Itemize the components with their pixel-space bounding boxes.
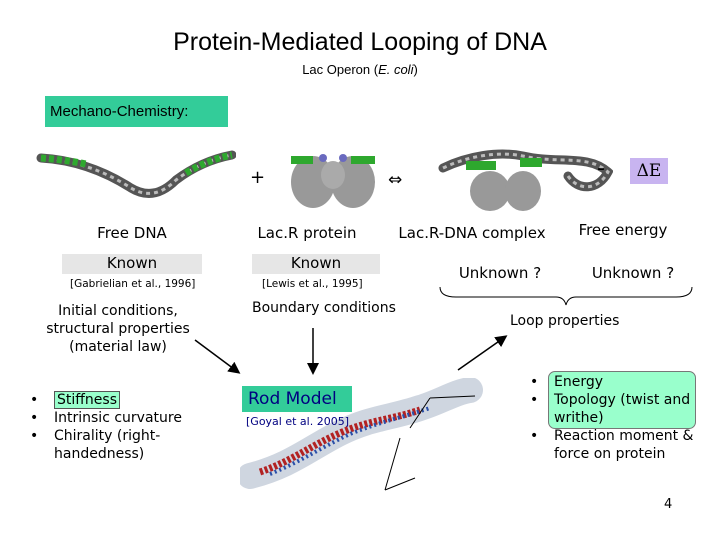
free-dna-image: [36, 150, 236, 198]
slide-subtitle: Lac Operon (E. coli): [302, 62, 418, 77]
equivalence-arrow: ⇔: [388, 170, 403, 190]
rod-model-image: [240, 378, 483, 491]
free-dna-known-badge: Known: [62, 254, 202, 274]
mechano-chemistry-label: Mechano-Chemistry:: [45, 96, 228, 127]
material-properties-list: Stiffness Intrinsic curvature Chirality …: [28, 391, 228, 463]
loop-properties-text: Loop properties: [510, 313, 620, 329]
lacr-protein-image: [291, 154, 375, 208]
loop-properties-list: Energy Topology (twist and writhe) React…: [528, 373, 708, 463]
lacr-known-badge: Known: [252, 254, 380, 274]
list-item: Reaction moment & force on protein: [528, 427, 708, 463]
complex-unknown-status: Unknown ?: [458, 264, 542, 282]
list-item: Topology (twist and writhe): [528, 391, 708, 427]
arrow-rod-to-loop: [457, 335, 508, 371]
rod-model-reference: [Goyal et al. 2005]: [246, 415, 350, 428]
free-dna-reference: [Gabrielian et al., 1996]: [70, 278, 196, 290]
initial-conditions-text: Initial conditions, structural propertie…: [46, 303, 190, 355]
boundary-conditions-text: Boundary conditions: [252, 300, 396, 316]
minus-sign: -: [597, 156, 605, 181]
list-item: Chirality (right-handedness): [28, 427, 228, 463]
curly-brace: [439, 286, 693, 306]
lacr-dna-complex-label: Lac.R-DNA complex: [398, 224, 546, 242]
lacr-reference: [Lewis et al., 1995]: [262, 278, 363, 290]
lacr-protein-label: Lac.R protein: [257, 224, 357, 242]
page-number: 4: [664, 497, 673, 512]
free-energy-label: Free energy: [578, 221, 668, 239]
list-item: Stiffness: [28, 391, 228, 409]
slide-title: Protein-Mediated Looping of DNA: [173, 28, 547, 56]
delta-e-symbol: ΔE: [630, 158, 668, 184]
lacr-dna-complex-image: [438, 149, 613, 211]
plus-sign: +: [250, 167, 266, 188]
arrow-initial-to-rod: [194, 339, 241, 374]
rod-model-label: Rod Model: [242, 386, 352, 412]
list-item: Energy: [528, 373, 708, 391]
list-item: Intrinsic curvature: [28, 409, 228, 427]
free-energy-unknown-status: Unknown ?: [591, 264, 675, 282]
free-dna-label: Free DNA: [97, 224, 167, 242]
